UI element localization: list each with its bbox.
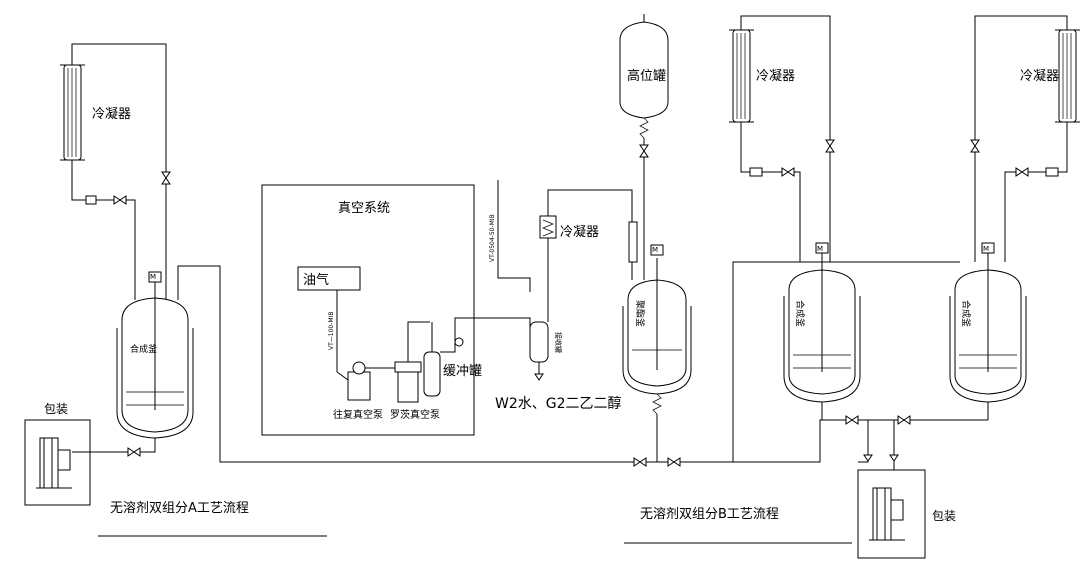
receiving-tank-label: 接收罐 [554, 332, 563, 353]
condenser-b1-label: 冷凝器 [756, 68, 795, 84]
synthesis-kettle-b1-icon [783, 242, 861, 420]
reciprocating-pump-label: 往复真空泵 [333, 408, 383, 421]
valve-icon [845, 415, 911, 462]
condenser-b2-icon [970, 15, 1080, 262]
vacuum-system-box [261, 184, 475, 436]
buffer-tank-icon [423, 317, 531, 397]
title-b: 无溶剂双组分B工艺流程 [640, 507, 779, 522]
motor-mark-3: M [817, 245, 823, 253]
synthesis-kettle-b1-label: 合成釜 [794, 300, 806, 327]
synthesis-kettle-a-label: 合成釜 [130, 343, 157, 355]
pipe-tag-2: VT—100-MIB [328, 312, 335, 350]
waste-note: W2水、G2二乙二醇 [495, 395, 622, 412]
motor-mark-4: M [983, 245, 989, 253]
packaging-machine-icon [869, 487, 905, 541]
synthesis-kettle-b2-label: 合成釜 [960, 300, 972, 327]
condenser-v-label: 冷凝器 [560, 224, 599, 240]
roots-pump-label: 罗茨真空泵 [390, 408, 440, 421]
packaging-machine-icon [36, 437, 72, 489]
condenser-b1-icon [729, 15, 835, 262]
condenser-a-label: 冷凝器 [92, 106, 131, 122]
condenser-v-icon [539, 189, 633, 322]
roots-pump-icon [394, 321, 430, 403]
buffer-tank-label: 缓冲罐 [443, 364, 482, 379]
oil-gas-label: 油气 [303, 272, 329, 288]
condenser-a [60, 55, 85, 172]
high-tank-icon [619, 14, 669, 280]
synthesis-kettle-b2-icon [949, 242, 1027, 420]
valve-icon [85, 171, 171, 205]
pipe-tag-1: VT-0504-50-MIB [489, 214, 496, 262]
esterification-kettle-icon [622, 221, 692, 462]
esterification-kettle-label: 聚酯釜 [634, 300, 646, 327]
receiving-tank-icon [529, 321, 549, 381]
condenser-b2-label: 冷凝器 [1020, 68, 1059, 84]
packaging-a-box [24, 419, 91, 506]
motor-mark-2: M [652, 246, 658, 254]
packaging-a-label: 包装 [44, 402, 68, 416]
motor-mark: M [150, 273, 156, 281]
oil-gas-box [297, 266, 361, 291]
vacuum-system-title: 真空系统 [338, 201, 390, 216]
synthesis-kettle-a [116, 271, 194, 439]
reciprocating-pump-icon [336, 361, 395, 401]
packaging-b-label: 包装 [932, 509, 956, 523]
high-tank-label: 高位罐 [627, 68, 666, 84]
packaging-b-box [857, 469, 926, 559]
title-a: 无溶剂双组分A工艺流程 [110, 501, 249, 516]
